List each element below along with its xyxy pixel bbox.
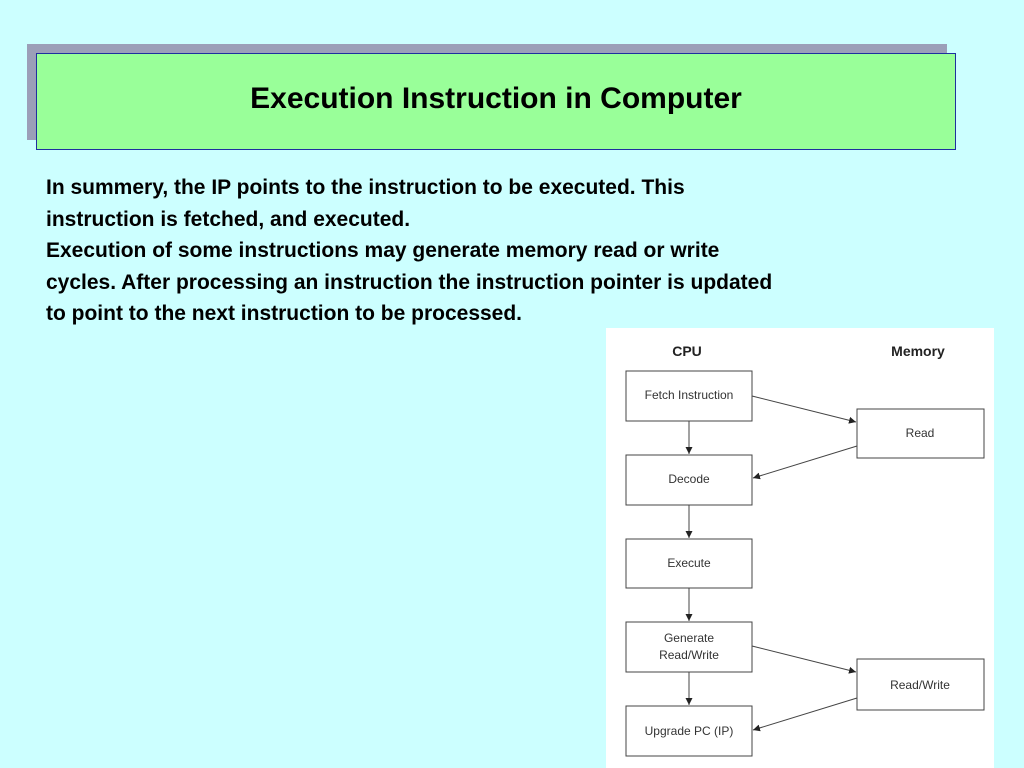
generate-label: Generate (664, 631, 714, 645)
memory-header: Memory (891, 343, 945, 359)
upgrade-pc-label: Upgrade PC (IP) (645, 724, 734, 738)
fetch-instruction-box: Fetch Instruction (625, 370, 753, 422)
arrow-read-write-to-upgrade (752, 697, 858, 732)
execute-box: Execute (625, 538, 753, 589)
decode-label: Decode (668, 472, 710, 486)
title-box: Execution Instruction in Computer (36, 53, 956, 150)
fetch-instruction-label: Fetch Instruction (645, 388, 734, 402)
slide-title: Execution Instruction in Computer (250, 81, 742, 115)
arrow-read-to-decode (752, 445, 858, 480)
generate-read-write-box: Generate Read/Write (625, 621, 753, 673)
memory-read-write-label: Read/Write (890, 678, 950, 692)
paragraph-line: In summery, the IP points to the instruc… (46, 176, 685, 199)
arrow-fetch-to-read (751, 395, 857, 424)
instruction-cycle-diagram: CPU Memory Fetch Instruction Decode Exec… (606, 328, 994, 768)
arrow-generate-to-read-write (751, 645, 857, 674)
generate-read-write-label: Read/Write (659, 648, 719, 662)
cpu-header: CPU (672, 343, 702, 359)
paragraph-line: cycles. After processing an instruction … (46, 270, 773, 294)
paragraph-line: Execution of some instructions may gener… (46, 239, 720, 262)
diagram-canvas: CPU Memory Fetch Instruction Decode Exec… (625, 343, 985, 757)
decode-box: Decode (625, 454, 753, 506)
paragraph-line: instruction is fetched, and executed. (46, 207, 411, 231)
paragraph-line: to point to the next instruction to be p… (46, 302, 523, 325)
memory-read-box: Read (856, 408, 985, 459)
memory-read-label: Read (906, 426, 935, 440)
upgrade-pc-box: Upgrade PC (IP) (625, 705, 753, 757)
execute-label: Execute (667, 556, 711, 570)
memory-read-write-box: Read/Write (856, 658, 985, 711)
body-paragraph: In summery, the IP points to the instruc… (46, 172, 946, 330)
